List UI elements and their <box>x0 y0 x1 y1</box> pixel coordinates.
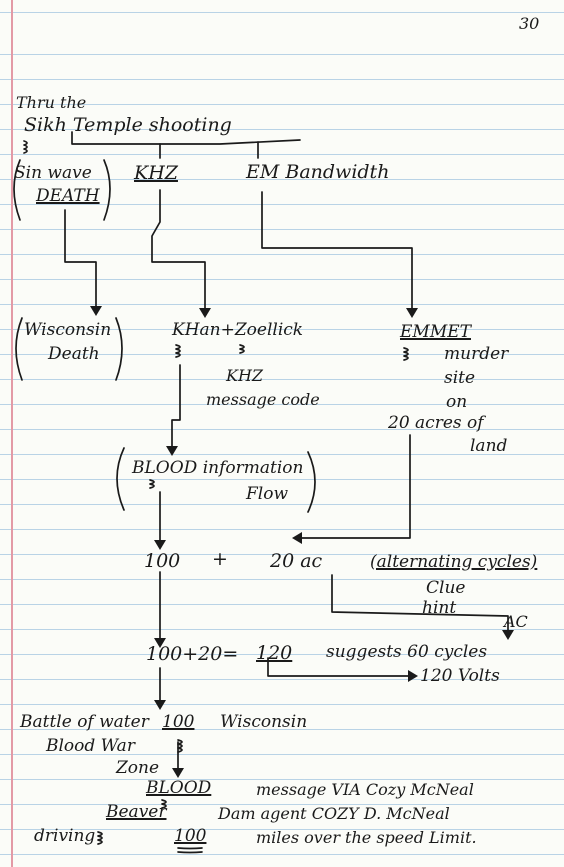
scribble-mark <box>177 847 203 854</box>
arrowhead <box>172 768 184 778</box>
paren-right <box>103 159 111 221</box>
khz-note-2: message code <box>206 390 320 409</box>
scribble-mark <box>175 344 181 358</box>
paren-left <box>13 159 21 221</box>
battle-wisconsin-label: Wisconsin <box>220 712 308 732</box>
paren-left <box>116 447 125 511</box>
arrowhead <box>90 306 102 316</box>
ac-label: AC <box>504 612 528 631</box>
flow-label: Flow <box>246 484 289 504</box>
scribble-mark <box>97 831 103 845</box>
arrowhead <box>154 638 166 648</box>
battle-of-water-label: Battle of water <box>20 712 149 732</box>
arrowhead <box>166 446 178 456</box>
em-bandwidth-label: EM Bandwidth <box>246 161 390 183</box>
20-ac-label: 20 ac <box>270 550 323 572</box>
emmet-note-4: 20 acres of <box>388 413 484 433</box>
arrowhead <box>408 670 418 682</box>
alternating-cycles-label: (alternating cycles) <box>370 552 538 572</box>
acres-to-20ac-line <box>299 434 411 539</box>
emmet-note-5: land <box>470 436 508 456</box>
arrowhead <box>406 308 418 318</box>
scribble-mark <box>23 140 28 154</box>
khan-zoellick-label: KHan+Zoellick <box>172 320 304 340</box>
clue-label: Clue <box>426 578 466 598</box>
khz-label: KHZ <box>134 162 178 184</box>
scribble-mark <box>177 739 183 753</box>
battle-100-label: 100 <box>162 712 195 732</box>
death-to-wisconsin-line <box>64 209 97 309</box>
zone-label: Zone <box>116 758 160 778</box>
death-label: DEATH <box>36 186 100 206</box>
blood-information-label: BLOOD information <box>132 458 304 478</box>
arrowhead <box>199 308 211 318</box>
intro-line-1: Thru the <box>16 93 87 112</box>
dam-agent-label: Dam agent COZY D. McNeal <box>218 804 450 823</box>
plus-sign: + <box>212 548 228 570</box>
arrowhead <box>502 630 514 640</box>
beaver-label: Beaver <box>106 802 167 822</box>
suggests-label: suggests 60 cycles <box>326 642 488 662</box>
120-volts-label: 120 Volts <box>420 666 500 686</box>
paren-right <box>115 317 123 381</box>
khan-to-blood-line <box>171 364 181 449</box>
message-via-label: message VIA Cozy McNeal <box>256 780 474 799</box>
emmet-note-1: murder <box>444 344 509 364</box>
arrowhead <box>154 540 166 550</box>
driving-label: driving <box>34 826 96 846</box>
intro-branch-line <box>71 131 301 145</box>
em-to-emmet-line <box>261 191 413 311</box>
emmet-note-3: on <box>446 392 468 412</box>
arrowhead <box>292 532 302 544</box>
number-120: 120 <box>256 642 293 664</box>
paren-left <box>15 317 23 381</box>
number-100: 100 <box>144 550 181 572</box>
khz-to-khan-line <box>151 189 206 311</box>
wisconsin-label: Wisconsin <box>24 320 112 340</box>
arrowhead <box>154 700 166 710</box>
wisconsin-death-label: Death <box>48 344 100 364</box>
emmet-label: EMMET <box>400 322 471 342</box>
emmet-note-2: site <box>444 368 476 388</box>
120-to-volts-line <box>267 657 411 677</box>
blood-label: BLOOD <box>146 778 212 798</box>
scribble-mark <box>161 799 167 809</box>
hint-label: hint <box>422 598 457 618</box>
scribble-mark <box>239 344 245 354</box>
page-number: 30 <box>519 14 540 33</box>
ac-bracket-line <box>331 574 509 633</box>
paren-right <box>307 451 316 513</box>
equation-label: 100+20= <box>146 643 239 665</box>
sin-wave-label: Sin wave <box>14 163 92 183</box>
blood-war-label: Blood War <box>46 736 135 756</box>
intro-line-2: Sikh Temple shooting <box>24 114 232 136</box>
scribble-mark <box>149 479 155 489</box>
miles-over-label: miles over the speed Limit. <box>256 828 477 847</box>
khz-note-1: KHZ <box>226 366 264 385</box>
driving-100-label: 100 <box>174 826 207 846</box>
scribble-mark <box>403 347 409 361</box>
